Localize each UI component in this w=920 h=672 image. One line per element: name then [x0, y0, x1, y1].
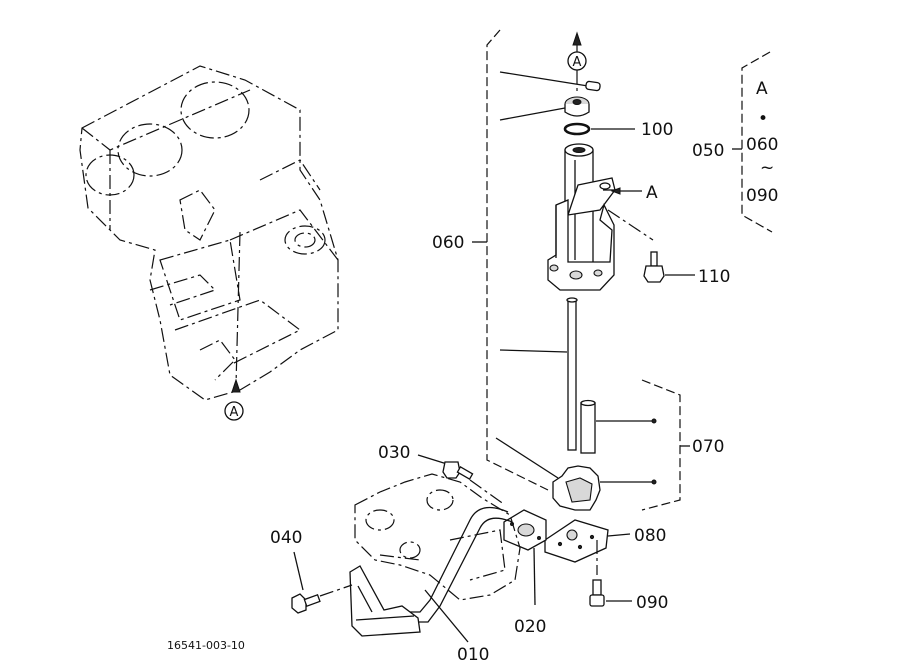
arrow-up-icon [572, 31, 582, 46]
legend-marker: A [756, 79, 768, 99]
bolt-030 [417, 454, 506, 506]
drive-gear [499, 96, 590, 121]
cover-plate [544, 519, 631, 563]
callout-090: 090 [636, 593, 668, 613]
marker-a-engine: A [230, 405, 239, 420]
oil-pipe [349, 506, 513, 643]
bracket-070 [641, 379, 681, 511]
callout-030: 030 [378, 443, 410, 463]
pin [499, 71, 601, 92]
bolt-090 [589, 540, 632, 607]
rotor-shaft [495, 399, 657, 479]
callout-110: 110 [698, 267, 730, 287]
callout-100: 100 [641, 120, 673, 140]
assembly-bracket [486, 29, 549, 491]
rotor-gear [552, 465, 657, 511]
marker-a-housing: A [646, 183, 658, 203]
engine-centerline [235, 231, 241, 386]
arrow-icon [231, 378, 241, 393]
legend-to: 090 [746, 186, 778, 206]
marker-circle [224, 401, 244, 421]
pump-shaft [499, 297, 578, 451]
gasket [503, 509, 547, 606]
bolt-040 [291, 551, 353, 614]
oil-pan [354, 473, 521, 601]
pump-housing [547, 143, 616, 291]
callout-010: 010 [457, 645, 489, 665]
engine-block [79, 65, 339, 401]
o-ring [563, 122, 635, 136]
callout-080: 080 [634, 526, 666, 546]
figure-ref: 16541-003-10 [167, 639, 245, 652]
kit-legend [732, 51, 773, 233]
callout-040: 040 [270, 528, 302, 548]
legend-dot: • [758, 109, 768, 129]
bolt-110 [643, 251, 695, 283]
arrow-left-icon [610, 187, 621, 195]
marker-a-top: A [573, 55, 582, 70]
legend-from: 060 [746, 135, 778, 155]
callout-020: 020 [514, 617, 546, 637]
callout-070: 070 [692, 437, 724, 457]
callout-060: 060 [432, 233, 464, 253]
callout-050: 050 [692, 141, 724, 161]
legend-tilde: ~ [760, 158, 774, 178]
